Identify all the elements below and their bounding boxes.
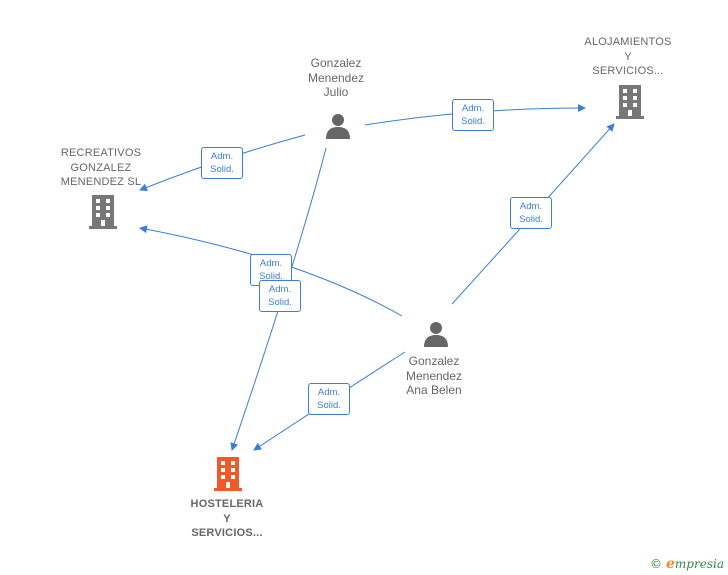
badge-type: Solid.	[259, 271, 283, 282]
badge-role: Adm.	[317, 387, 341, 398]
building-icon[interactable]	[87, 195, 119, 229]
person-label-julio[interactable]: Gonzalez Menendez Julio	[307, 56, 365, 99]
company-label-recreativos[interactable]: RECREATIVOS GONZALEZ MENENDEZ SL	[60, 147, 142, 188]
badge-role: Adm.	[210, 151, 234, 162]
edge-badge[interactable]: Adm. Solid.	[201, 147, 243, 179]
edge-badge[interactable]: Adm. Solid.	[259, 280, 301, 312]
edge-badge[interactable]: Adm. Solid.	[308, 383, 350, 415]
copyright-icon: ©	[650, 557, 662, 571]
badge-role: Adm.	[461, 103, 485, 114]
brand-footer: © empresia	[650, 556, 724, 572]
edge-badge[interactable]: Adm. Solid.	[452, 99, 494, 131]
badge-type: Solid.	[461, 116, 485, 127]
person-icon[interactable]	[422, 319, 450, 347]
badge-type: Solid.	[519, 214, 543, 225]
person-label-ana[interactable]: Gonzalez Menendez Ana Belen	[405, 354, 463, 397]
building-icon[interactable]	[614, 85, 646, 119]
brand-name: mpresia	[674, 557, 724, 571]
building-icon[interactable]	[212, 457, 244, 491]
badge-role: Adm.	[519, 201, 543, 212]
brand-initial: e	[666, 556, 675, 572]
badge-type: Solid.	[317, 400, 341, 411]
badge-role: Adm.	[268, 284, 292, 295]
person-icon[interactable]	[324, 111, 352, 139]
badge-type: Solid.	[210, 164, 234, 175]
badge-role: Adm.	[259, 258, 283, 269]
company-label-alojamientos[interactable]: ALOJAMIENTOS Y SERVICIOS...	[584, 36, 672, 77]
edge-badge[interactable]: Adm. Solid.	[510, 197, 552, 229]
company-label-hosteleria[interactable]: HOSTELERIA Y SERVICIOS...	[190, 498, 264, 539]
badge-type: Solid.	[268, 297, 292, 308]
